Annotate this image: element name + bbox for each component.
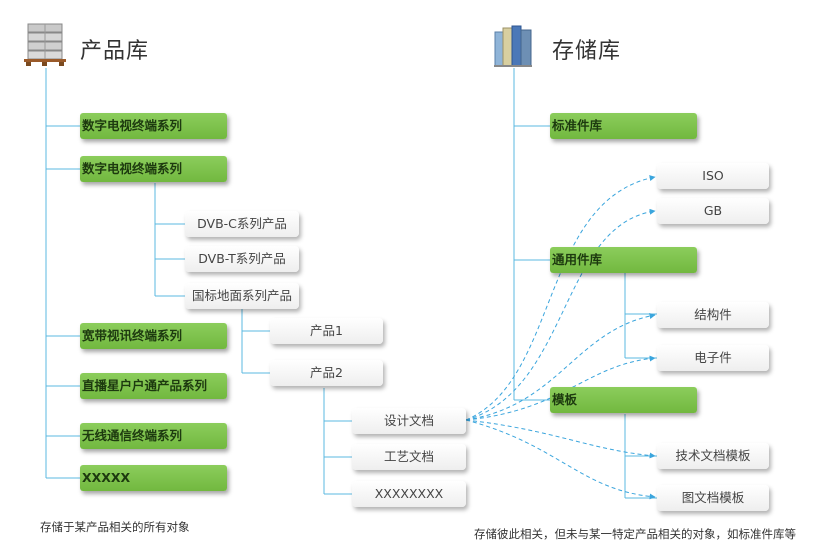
pallet-storage-icon [24, 22, 66, 66]
template-item-node[interactable]: 图文档模板 [657, 485, 769, 511]
product-node[interactable]: 产品1 [270, 318, 383, 344]
product-library-caption: 存储于某产品相关的所有对象 [40, 520, 190, 534]
common-item-node[interactable]: 结构件 [657, 302, 769, 328]
category-node[interactable]: 数字电视终端系列 [80, 156, 227, 182]
category-node[interactable]: XXXXX [80, 465, 227, 491]
document-node[interactable]: XXXXXXXX [352, 481, 466, 507]
sub-product-node[interactable]: DVB-C系列产品 [185, 211, 299, 237]
books-icon [492, 22, 536, 68]
category-node[interactable]: 宽带视讯终端系列 [80, 323, 227, 349]
link-to-graphic-template [465, 419, 656, 500]
product-library-title: 产品库 [80, 39, 150, 64]
standard-parts-node[interactable]: 标准件库 [550, 113, 697, 139]
link-to-iso [465, 175, 656, 421]
templates-node[interactable]: 模板 [550, 387, 697, 413]
sub-product-node[interactable]: DVB-T系列产品 [185, 246, 299, 272]
sub-product-node[interactable]: 国标地面系列产品 [185, 283, 299, 309]
product-node[interactable]: 产品2 [270, 360, 383, 386]
storage-library-title: 存储库 [552, 39, 622, 64]
link-to-structure [465, 313, 656, 421]
category-node[interactable]: 数字电视终端系列 [80, 113, 227, 139]
document-node[interactable]: 工艺文档 [352, 444, 466, 470]
category-node[interactable]: 直播星户户通产品系列 [80, 373, 227, 399]
link-to-tech-template [465, 419, 656, 459]
template-item-node[interactable]: 技术文档模板 [657, 443, 769, 469]
common-parts-node[interactable]: 通用件库 [550, 247, 697, 273]
document-node[interactable]: 设计文档 [352, 408, 466, 434]
common-item-node[interactable]: 电子件 [657, 345, 769, 371]
storage-library-caption: 存储彼此相关，但未与某一特定产品相关的对象，如标准件库等 [474, 527, 796, 541]
link-to-electronic [465, 355, 656, 421]
standard-node[interactable]: ISO [657, 163, 769, 189]
category-node[interactable]: 无线通信终端系列 [80, 423, 227, 449]
standard-node[interactable]: GB [657, 198, 769, 224]
